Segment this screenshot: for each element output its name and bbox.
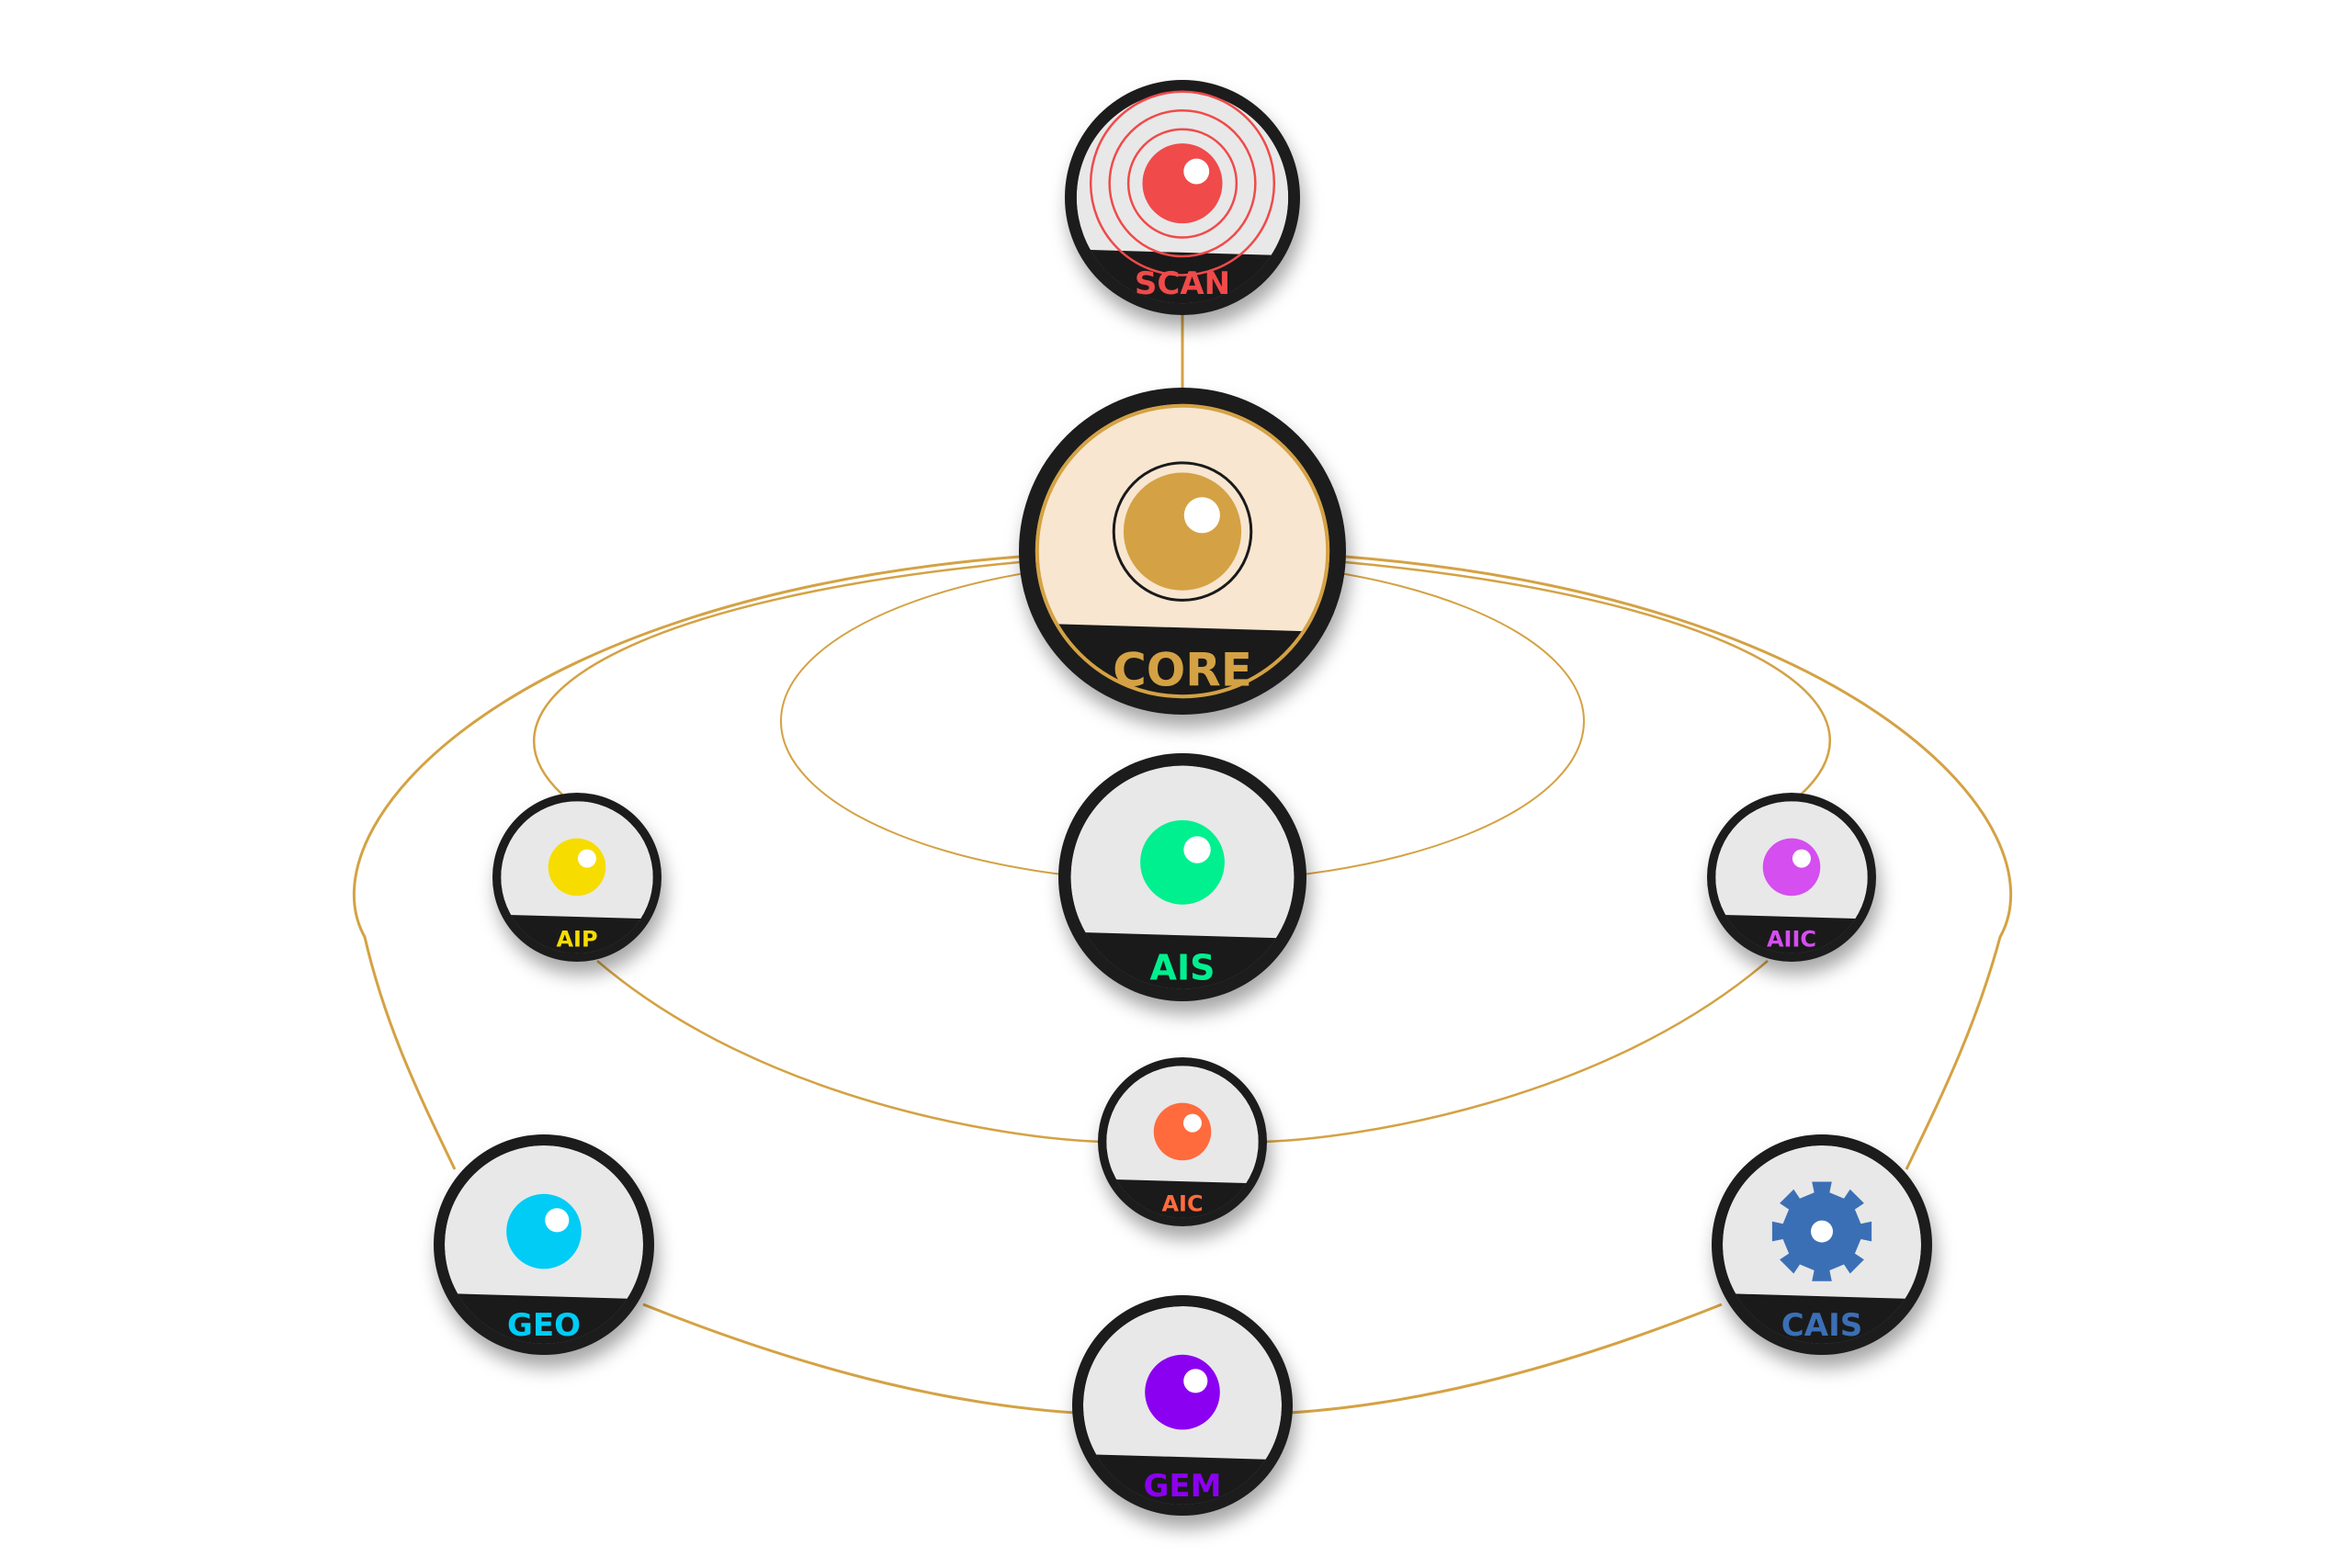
core-accent-ring bbox=[1035, 403, 1330, 699]
node-label-geo: GEO bbox=[507, 1307, 581, 1344]
orb-icon bbox=[548, 838, 606, 897]
radar-target-icon bbox=[1089, 90, 1276, 276]
gear-icon bbox=[1771, 1181, 1872, 1281]
node-geo[interactable]: GEO bbox=[434, 1134, 654, 1355]
orb-icon bbox=[506, 1193, 582, 1269]
orb-icon bbox=[1140, 819, 1225, 905]
node-label-gem: GEM bbox=[1144, 1468, 1222, 1505]
middle-orbit bbox=[533, 560, 1831, 1144]
node-ais[interactable]: AIS bbox=[1058, 753, 1306, 1001]
node-core[interactable]: CORE bbox=[1019, 388, 1346, 715]
node-label-aic: AIC bbox=[1161, 1191, 1203, 1217]
node-aic[interactable]: AIC bbox=[1098, 1057, 1267, 1226]
ringed-orb-icon bbox=[1112, 461, 1253, 602]
orb-icon bbox=[1145, 1354, 1220, 1430]
nodes: SCAN CORE AIP AIS AIIC AIC GEO GEM CAIS bbox=[434, 80, 1932, 1516]
orb-icon bbox=[1762, 838, 1821, 897]
node-gem[interactable]: GEM bbox=[1072, 1295, 1293, 1516]
node-label-aiic: AIIC bbox=[1767, 927, 1816, 953]
node-label-aip: AIP bbox=[556, 927, 597, 953]
node-aip[interactable]: AIP bbox=[492, 793, 662, 962]
node-label-ais: AIS bbox=[1150, 947, 1216, 987]
node-label-scan: SCAN bbox=[1135, 265, 1230, 302]
node-label-core: CORE bbox=[1113, 643, 1252, 696]
node-cais[interactable]: CAIS bbox=[1712, 1134, 1932, 1355]
node-label-cais: CAIS bbox=[1781, 1307, 1862, 1344]
node-scan[interactable]: SCAN bbox=[1065, 80, 1300, 315]
outer-orbit bbox=[352, 555, 2013, 1415]
node-aiic[interactable]: AIIC bbox=[1707, 793, 1876, 962]
orb-icon bbox=[1153, 1102, 1212, 1161]
